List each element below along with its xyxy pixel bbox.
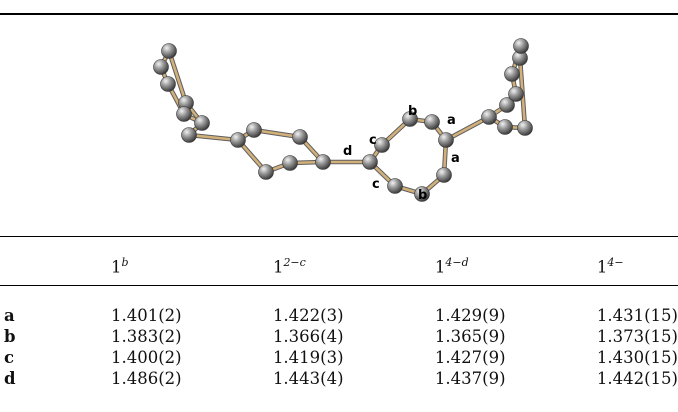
atom-sphere: [481, 109, 497, 125]
row-label: d: [4, 369, 16, 388]
atom-sphere: [282, 155, 298, 171]
atom-sphere: [424, 114, 440, 130]
row-label: a: [4, 306, 15, 325]
table-cell: 1.365(9): [434, 327, 506, 346]
bond-lines: [158, 43, 528, 197]
table-spacer: [0, 282, 678, 305]
atom-sphere: [160, 76, 176, 92]
bond-label-c-lower: c: [372, 177, 380, 192]
table-cell: 1.373(15): [596, 327, 678, 346]
atom-sphere: [374, 137, 390, 153]
atom-sphere: [176, 106, 192, 122]
table-row: a 1.401(2) 1.422(3) 1.429(9) 1.431(15): [0, 305, 678, 326]
atom-sphere: [315, 154, 331, 170]
atom-sphere: [513, 38, 529, 54]
atom-spheres: [153, 38, 533, 202]
table-row: c 1.400(2) 1.419(3) 1.427(9) 1.430(15): [0, 347, 678, 368]
table-cell: 1.422(3): [272, 306, 344, 325]
table-cell: 1.419(3): [272, 348, 344, 367]
atom-sphere: [438, 132, 454, 148]
atom-sphere: [387, 178, 403, 194]
table-cell: 1.400(2): [110, 348, 182, 367]
table-cell: 1.430(15): [596, 348, 678, 367]
atom-sphere: [181, 127, 197, 143]
table-cell: 1.486(2): [110, 369, 182, 388]
header-col-3: 14−d: [434, 255, 469, 277]
atom-sphere: [517, 120, 533, 136]
table-row: d 1.486(2) 1.443(4) 1.437(9) 1.442(15): [0, 368, 678, 389]
top-rule: [0, 13, 678, 15]
header-col-2: 12−c: [272, 255, 306, 277]
bond-line: [187, 133, 240, 142]
bond-length-table: 1b 12−c 14−d 14− a 1.401(2) 1.422(3) 1.4…: [0, 250, 678, 389]
row-label: b: [4, 327, 16, 346]
table-cell: 1.429(9): [434, 306, 506, 325]
atom-sphere: [497, 119, 513, 135]
atom-sphere: [258, 164, 274, 180]
table-cell: 1.383(2): [110, 327, 182, 346]
atom-sphere: [246, 122, 262, 138]
table-cell: 1.443(4): [272, 369, 344, 388]
bond-line: [444, 115, 491, 142]
atom-sphere: [436, 167, 452, 183]
atom-sphere: [153, 59, 169, 75]
header-col-4: 14−: [596, 255, 624, 277]
bond-label-b-lower: b: [418, 188, 427, 203]
header-rule: [0, 285, 678, 286]
atom-sphere: [292, 129, 308, 145]
table-cell: 1.431(15): [596, 306, 678, 325]
table-row: b 1.383(2) 1.366(4) 1.365(9) 1.373(15): [0, 326, 678, 347]
bond-label-c-upper: c: [369, 133, 377, 148]
table-header-row: 1b 12−c 14−d 14−: [0, 250, 678, 282]
header-empty: [0, 250, 111, 282]
atom-sphere: [504, 66, 520, 82]
atom-sphere: [414, 186, 430, 202]
atom-sphere: [362, 154, 378, 170]
atom-sphere: [402, 111, 418, 127]
bond-label-b-upper: b: [408, 104, 417, 119]
row-label: c: [4, 348, 15, 367]
bond-label-a-upper: a: [447, 113, 456, 128]
atom-sphere: [230, 132, 246, 148]
atom-sphere: [194, 115, 210, 131]
atom-sphere: [499, 97, 515, 113]
table-cell: 1.401(2): [110, 306, 182, 325]
bond-line: [167, 49, 188, 105]
table-cell: 1.437(9): [434, 369, 506, 388]
molecular-structure-figure: d c c b b a a: [153, 38, 533, 203]
header-col-1: 1b: [110, 255, 129, 277]
table-cell: 1.442(15): [596, 369, 678, 388]
table-cell: 1.366(4): [272, 327, 344, 346]
table-cell: 1.427(9): [434, 348, 506, 367]
bond-label-a-lower: a: [451, 151, 460, 166]
atom-sphere: [508, 86, 524, 102]
atom-sphere: [161, 43, 177, 59]
bond-label-d: d: [343, 144, 352, 159]
table-top-rule: [0, 236, 678, 238]
